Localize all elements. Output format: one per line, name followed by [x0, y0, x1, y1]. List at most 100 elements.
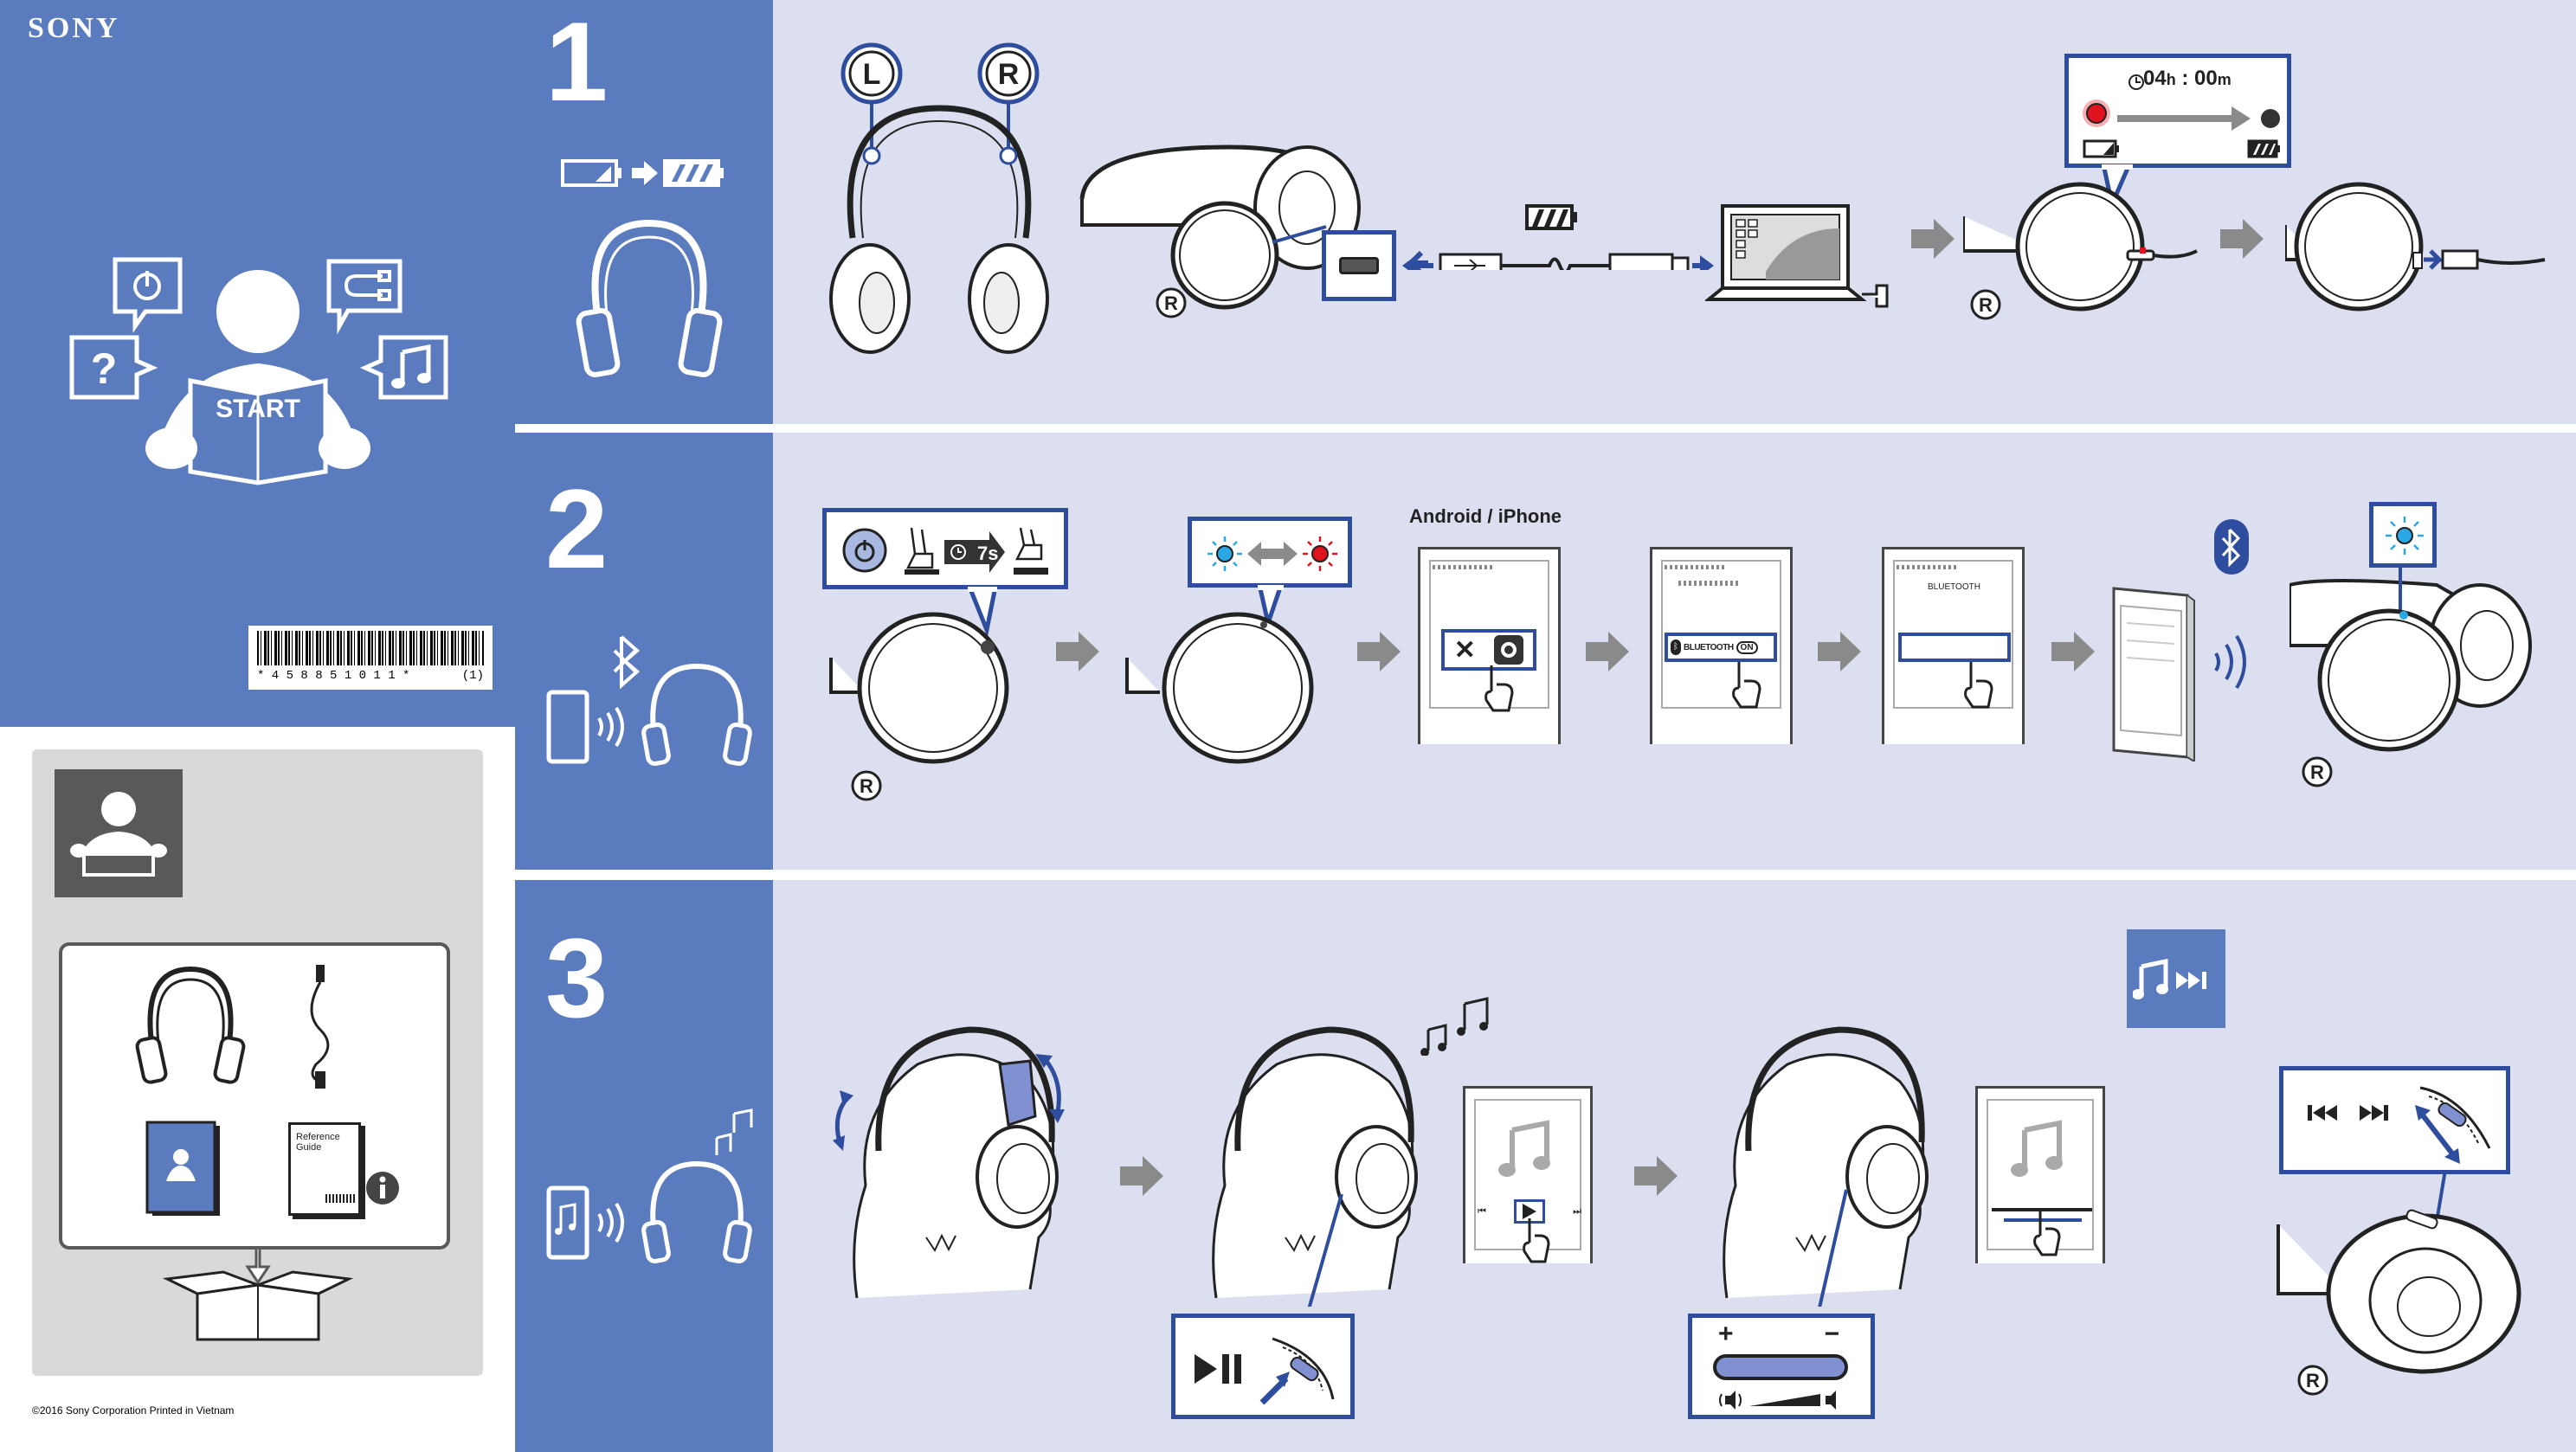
track-skip-callout — [2279, 1066, 2510, 1174]
headphone-right-marker: R — [1164, 292, 1178, 314]
info-icon — [366, 1172, 399, 1205]
arrow-right-icon — [1586, 632, 1629, 671]
step-3-number-panel — [515, 880, 773, 1452]
headphone-button-closeup — [1259, 1337, 1335, 1405]
charge-hours: 04 — [2143, 67, 2167, 90]
bluetooth-label: BLUETOOTH — [1684, 642, 1734, 652]
headphone-charging: R — [1963, 182, 2198, 320]
micro-usb-port-icon — [1339, 257, 1379, 274]
hand-pointer-icon — [905, 527, 939, 575]
timer-arrow — [944, 531, 1005, 573]
battery-low-icon — [2083, 139, 2119, 158]
callout-pointer — [2435, 1170, 2447, 1222]
reader-illustration: START — [145, 270, 370, 485]
question-icon: ? — [91, 344, 118, 393]
headphone-unplug — [2285, 182, 2546, 312]
music-note-icon — [715, 1108, 753, 1155]
led-blink-callout — [1188, 517, 1352, 588]
power-icon — [133, 271, 161, 300]
headphone-controls-closeup: R — [2277, 1209, 2521, 1396]
right-letter: R — [998, 58, 1020, 91]
previous-track-icon[interactable]: ⏮ — [1478, 1205, 1486, 1217]
previous-track-icon — [2308, 1105, 2337, 1121]
charging-battery-icon — [1525, 204, 1577, 230]
head-play-illustration — [1212, 1026, 1418, 1307]
music-note-icon — [1498, 1120, 1550, 1177]
blue-led-icon — [2386, 517, 2424, 555]
arrow-right-icon — [1357, 632, 1401, 671]
head-volume-illustration — [1723, 1026, 1929, 1307]
minutes-unit: m — [2217, 71, 2231, 88]
step-1-number: 1 — [545, 0, 609, 125]
volume-slider-arrows — [2004, 1218, 2082, 1222]
music-note-icon — [1420, 997, 1489, 1056]
phone-bluetooth-screen: ᛒ BLUETOOTH ON — [1650, 547, 1793, 744]
usb-port-callout — [1322, 230, 1396, 301]
charge-time-readout: 04h : 00m — [2143, 67, 2231, 90]
phone-device-list-screen: BLUETOOTH — [1882, 547, 2025, 744]
step-1-number-panel — [515, 0, 773, 424]
power-button-icon — [842, 528, 887, 573]
sound-wave-icon — [597, 706, 624, 748]
hand-release-icon — [1014, 527, 1048, 575]
bluetooth-toggle-row[interactable]: ᛒ BLUETOOTH ON — [1665, 633, 1777, 662]
divider-1 — [515, 424, 2576, 433]
barcode-bars — [257, 631, 484, 665]
step-3-music-icon — [546, 1108, 753, 1263]
power-hold-graphic: 7s — [842, 527, 1048, 575]
headphone-usb-port: R — [1079, 145, 1361, 318]
bluetooth-icon — [2214, 519, 2249, 575]
contents-frame — [59, 942, 450, 1250]
battery-charge-icon — [561, 159, 724, 187]
arrow-right-icon — [1634, 1156, 1678, 1196]
volume-slider[interactable] — [1992, 1208, 2092, 1211]
volume-rocker[interactable] — [1713, 1354, 1848, 1380]
settings-icon — [1494, 635, 1524, 665]
divider-2 — [515, 870, 2576, 880]
power-bubble — [113, 257, 183, 333]
bluetooth-on-switch[interactable]: ON — [1736, 640, 1758, 654]
hand-pointer-icon — [1964, 662, 1993, 709]
barcode-number: * 4 5 8 8 5 1 0 1 1 * — [257, 669, 410, 683]
os-label: Android / iPhone — [1409, 505, 1562, 527]
phone-settings-screen: ✕ — [1418, 547, 1561, 744]
phone-player-screen: ⏮ ⏭ — [1463, 1086, 1593, 1263]
next-track-icon[interactable]: ⏭ — [1573, 1205, 1581, 1217]
charge-minutes: 00 — [2194, 67, 2218, 90]
cable-bubble — [326, 259, 402, 335]
headphone-paired: R — [2289, 568, 2532, 787]
music-skip-icon — [2133, 958, 2206, 999]
charging-right-marker: R — [1979, 294, 1993, 316]
arrow-right-icon — [1818, 632, 1861, 671]
volume-minus-icon: − — [1824, 1320, 1839, 1348]
volume-callout: +− — [1688, 1314, 1875, 1419]
settings-tile[interactable]: ✕ — [1441, 629, 1536, 671]
led-blink-graphic — [1208, 536, 1337, 571]
usb-cable-connection — [1402, 250, 1714, 270]
device-list-title: BLUETOOTH — [1928, 582, 1980, 592]
hand-pointer-icon — [2033, 1211, 2061, 1256]
charge-timer-callout: 04h : 00m — [2064, 54, 2291, 168]
head-adjust-illustration — [833, 1026, 1065, 1299]
brand-logo: SONY — [28, 12, 120, 44]
right-label: R — [977, 42, 1040, 105]
usb-icon — [1439, 253, 1503, 270]
volume-plus-minus: +− — [1718, 1321, 1839, 1347]
music-bubble — [359, 335, 448, 400]
clock-icon — [2128, 74, 2144, 90]
arrow-right-icon — [632, 161, 658, 185]
package-quick-guide — [145, 1121, 220, 1216]
device-list-item[interactable] — [1898, 633, 2011, 662]
music-note-icon — [391, 344, 431, 389]
headphone-power: R — [829, 612, 1009, 801]
volume-icon — [1719, 1391, 1836, 1410]
barcode: * 4 5 8 8 5 1 0 1 1 * (1) — [248, 626, 493, 690]
step-2-number: 2 — [545, 466, 609, 592]
start-label: START — [216, 395, 300, 423]
play-pause-icon — [1195, 1354, 1241, 1384]
unbox-icon — [55, 769, 183, 897]
arrow-right-icon — [2051, 632, 2095, 671]
arrow-right-icon — [1911, 219, 1955, 259]
left-column: SONY START ? — [0, 0, 515, 1452]
track-skip-graphic — [2308, 1086, 2491, 1164]
